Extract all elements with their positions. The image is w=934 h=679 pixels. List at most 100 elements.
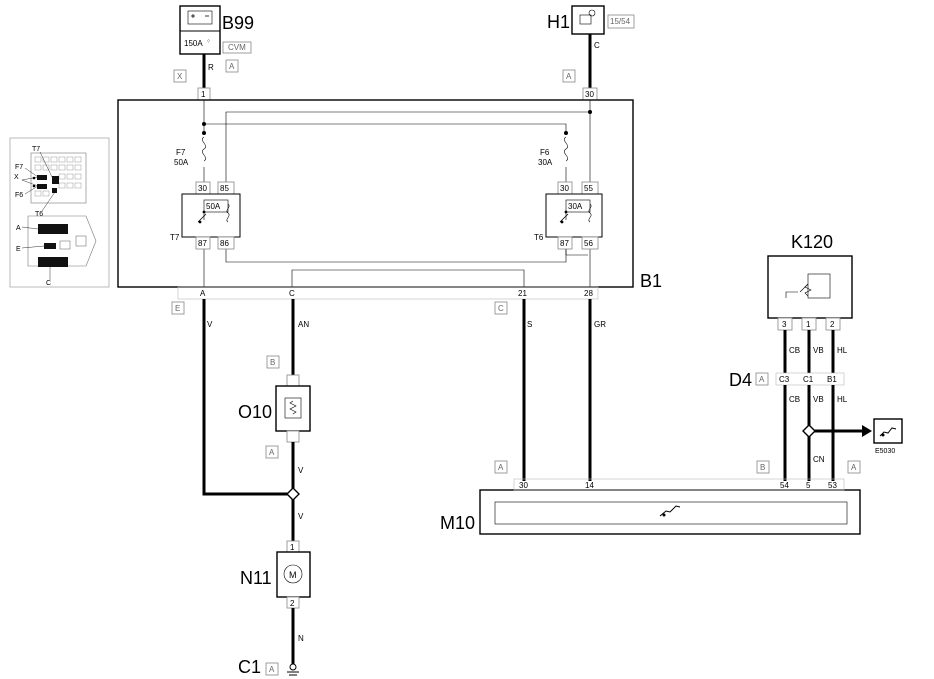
d4-pin-c3: C3: [779, 375, 790, 384]
motor-icon: M: [289, 570, 297, 580]
t6-pin-55: 55: [584, 184, 593, 193]
h1-pin-30: 30: [585, 90, 594, 99]
wire-vb-bot: VB: [813, 395, 824, 404]
t7-pin-85: 85: [220, 184, 229, 193]
inset-label-c: C: [46, 280, 51, 287]
n11-motor: 1 M 2 N11: [240, 540, 311, 609]
b1-pin-a: A: [200, 289, 206, 298]
o10-component: O10: [238, 374, 311, 443]
b1-internal-wiring: [202, 100, 592, 287]
tag-a-o10: A: [269, 448, 275, 457]
splice-node-v: [286, 487, 300, 501]
tag-x: X: [177, 72, 183, 81]
b99-label: B99: [222, 13, 254, 33]
k120-label: K120: [791, 232, 833, 252]
t7-name: T7: [170, 233, 180, 242]
location-inset: T7 F7 X F6 T6 A E C: [9, 137, 110, 288]
e5030-diagnostic: E5030: [873, 418, 903, 455]
arrow-icon: [862, 425, 872, 437]
k120-pin-1: 1: [806, 320, 811, 329]
d4-connector: D4 A C3 C1 B1: [729, 370, 845, 390]
f7-rating: 50A: [174, 158, 189, 167]
inset-label-t6: T6: [35, 211, 43, 218]
m10-ecu: M10 30 14 54 5 53: [440, 478, 861, 535]
k120-pin-2: 2: [830, 320, 835, 329]
fuse-f7: F7 50A: [174, 136, 206, 167]
tag-b-m10: B: [760, 463, 765, 472]
tag-c-b1: C: [498, 304, 504, 313]
b99-pin-1: 1: [201, 90, 206, 99]
tag-a-m10r: A: [851, 463, 857, 472]
inset-label-e: E: [16, 246, 21, 253]
wire-cb-top: CB: [789, 346, 800, 355]
f6-rating: 30A: [538, 158, 553, 167]
m10-pin-53: 53: [828, 481, 837, 490]
t6-pin-30: 30: [560, 184, 569, 193]
t7-pin-86: 86: [220, 239, 229, 248]
b1-label: B1: [640, 271, 662, 291]
wire-an: AN: [298, 320, 309, 329]
b99-fuse-mark: ⁘: [206, 39, 211, 45]
inset-label-f7: F7: [15, 164, 23, 171]
b99-fuse-rating: 150A: [184, 39, 203, 48]
wire-v-o10: V: [298, 466, 304, 475]
wire-cn: CN: [813, 455, 825, 464]
tag-a-m10: A: [498, 463, 504, 472]
t7-pin-30: 30: [198, 184, 207, 193]
m10-pin-14: 14: [585, 481, 594, 490]
inset-label-f6: F6: [15, 192, 23, 199]
wire-hl-top: HL: [837, 346, 848, 355]
k120-component: K120 3 1 2: [767, 232, 853, 331]
m10-pin-54: 54: [780, 481, 789, 490]
m10-pin-30: 30: [519, 481, 528, 490]
wire-hl-bot: HL: [837, 395, 848, 404]
relay-t6: 30 55 30A T6 87 56: [534, 181, 603, 250]
d4-pin-b1: B1: [827, 375, 837, 384]
b99-tag: CVM: [228, 43, 246, 52]
t6-name: T6: [534, 233, 544, 242]
tag-a-b99: A: [229, 62, 235, 71]
t7-pin-87: 87: [198, 239, 207, 248]
d4-pin-c1: C1: [803, 375, 814, 384]
o10-label: O10: [238, 402, 272, 422]
d4-label: D4: [729, 370, 752, 390]
wire-cb-bot: CB: [789, 395, 800, 404]
f6-name: F6: [540, 148, 550, 157]
h1-ignition: H1 15/54: [547, 5, 635, 35]
tag-b-o10: B: [270, 358, 275, 367]
b99-battery: 150A ⁘ B99 CVM: [179, 5, 254, 55]
t6-pin-87: 87: [560, 239, 569, 248]
splice-node-vb: [802, 424, 816, 438]
tag-e: E: [175, 304, 180, 313]
tag-a-d4: A: [759, 375, 765, 384]
h1-label: H1: [547, 12, 570, 32]
m10-label: M10: [440, 513, 475, 533]
t7-rating: 50A: [206, 202, 221, 211]
t6-pin-56: 56: [584, 239, 593, 248]
tag-a-c1: A: [269, 665, 275, 674]
f7-name: F7: [176, 148, 186, 157]
wire-v-n11: V: [298, 512, 304, 521]
inset-label-x: X: [14, 174, 19, 181]
b1-output-pins: A C 21 28: [177, 286, 599, 300]
b1-pin-21: 21: [518, 289, 527, 298]
e5030-label: E5030: [875, 448, 895, 455]
b1-pin-c: C: [289, 289, 295, 298]
wire-s: S: [527, 320, 532, 329]
c1-ground: C1 A: [238, 657, 299, 677]
wire-c-h1: C: [594, 41, 600, 50]
fuse-f6: F6 30A: [538, 136, 568, 167]
n11-pin-2: 2: [290, 599, 295, 608]
tag-a-h1: A: [566, 72, 572, 81]
h1-tag: 15/54: [610, 17, 631, 26]
wire-gr: GR: [594, 320, 606, 329]
wire-r: R: [208, 63, 214, 72]
relay-t7: 30 85 50A T7 87 86: [170, 181, 241, 250]
b1-pin-28: 28: [584, 289, 593, 298]
inset-label-a: A: [16, 225, 21, 232]
n11-pin-1: 1: [290, 543, 295, 552]
c1-label: C1: [238, 657, 261, 677]
k120-pin-3: 3: [782, 320, 787, 329]
